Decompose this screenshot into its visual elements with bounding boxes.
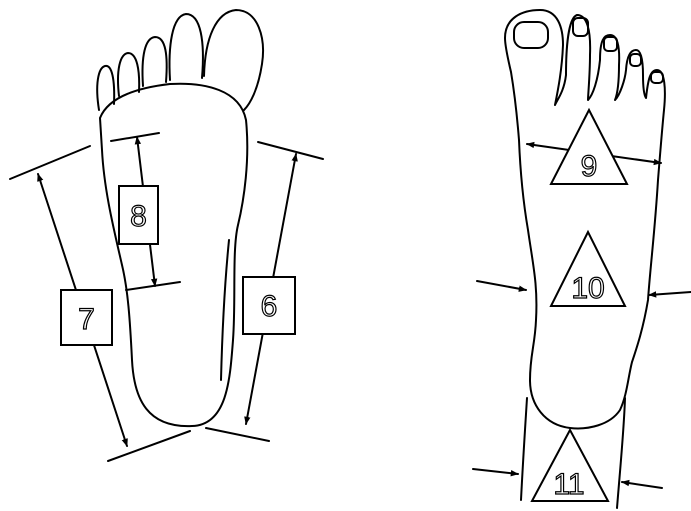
leg-left-line [521, 398, 527, 500]
label-7: 7 [78, 303, 95, 336]
fourth-toenail [630, 54, 641, 66]
label-8: 8 [130, 200, 147, 233]
measure-10: 10 [477, 232, 691, 306]
little-toenail [651, 72, 663, 83]
label-10: 10 [571, 272, 604, 305]
label-9: 9 [581, 150, 598, 183]
sole-outline [100, 84, 247, 426]
measure-6: 6 [206, 142, 323, 441]
measure-9: 9 [527, 110, 661, 184]
leg-right-line [617, 398, 625, 508]
fourth-toe [118, 53, 139, 96]
arch-line [221, 240, 229, 380]
second-toe [170, 14, 203, 80]
label-6: 6 [261, 290, 278, 323]
measure-7: 7 [10, 146, 190, 461]
label-11: 11 [553, 468, 584, 501]
foot-outline [505, 10, 665, 428]
measure-11: 11 [473, 430, 662, 501]
big-toenail [514, 22, 548, 48]
third-toe [143, 37, 167, 86]
big-toe [204, 10, 263, 110]
